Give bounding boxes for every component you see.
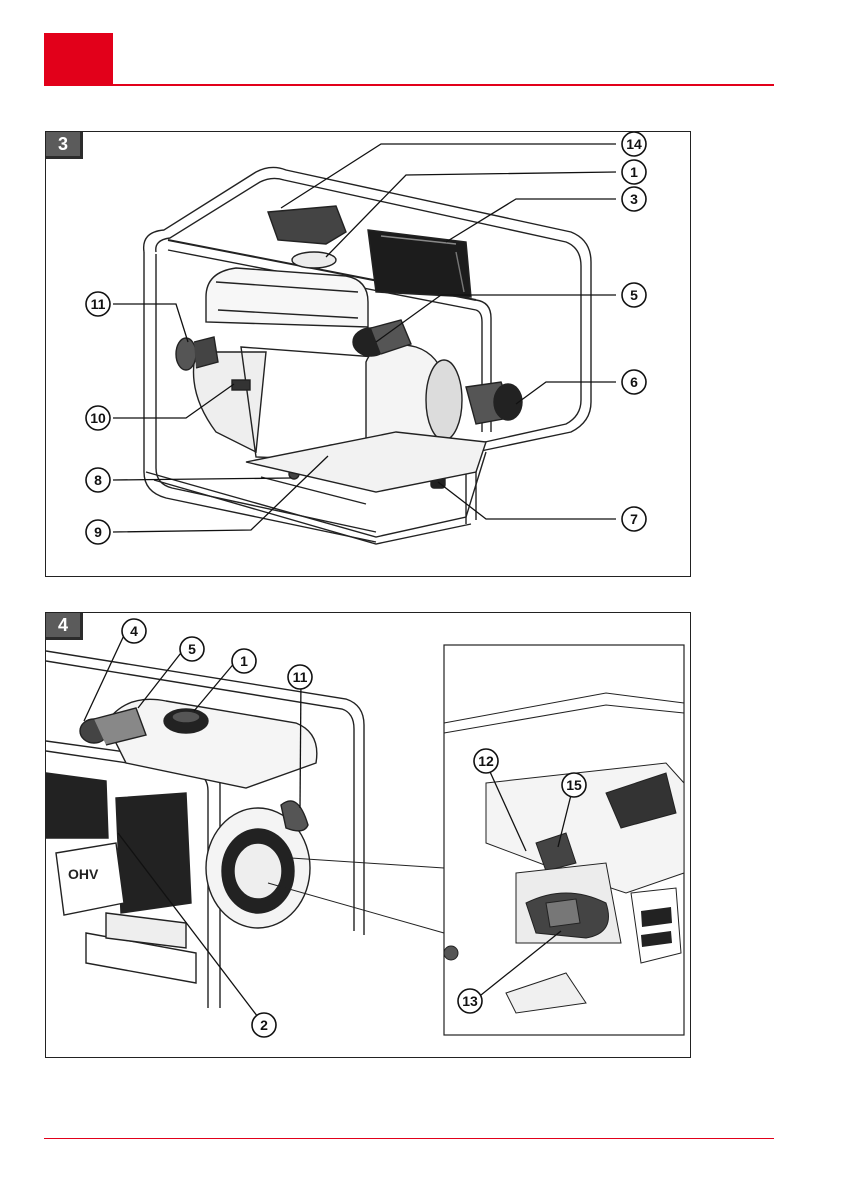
callout-7: 7 [622, 507, 646, 531]
callout-13: 13 [458, 989, 482, 1013]
callout-number: 5 [188, 641, 196, 657]
callout-1: 1 [622, 160, 646, 184]
callout-number: 4 [130, 623, 138, 639]
callout-12: 12 [474, 749, 498, 773]
callout-number: 9 [94, 524, 102, 540]
callout-number: 2 [260, 1017, 268, 1033]
callout-1: 1 [232, 649, 256, 673]
callout-number: 10 [90, 410, 106, 426]
ohv-engine-label: OHV [68, 866, 99, 882]
callout-number: 6 [630, 374, 638, 390]
pump-illustration-front: 14 1 3 5 11 6 10 8 7 9 [46, 132, 690, 576]
callout-4: 4 [122, 619, 146, 643]
header-rule [44, 84, 774, 86]
callout-number: 15 [566, 777, 582, 793]
callout-10: 10 [86, 406, 110, 430]
callout-number: 11 [293, 669, 308, 685]
footer-rule [44, 1138, 774, 1139]
callout-5: 5 [622, 283, 646, 307]
callout-5: 5 [180, 637, 204, 661]
section-color-tab [44, 33, 113, 85]
callout-number: 8 [94, 472, 102, 488]
figure-3-number: 3 [46, 132, 83, 159]
callout-number: 13 [462, 993, 478, 1009]
callout-number: 7 [630, 511, 638, 527]
callout-2: 2 [252, 1013, 276, 1037]
callout-number: 1 [240, 653, 248, 669]
callout-number: 1 [630, 164, 638, 180]
callout-number: 12 [478, 753, 494, 769]
figure-4-number: 4 [46, 613, 83, 640]
callout-number: 11 [91, 296, 106, 312]
callout-8: 8 [86, 468, 110, 492]
callout-number: 14 [626, 136, 642, 152]
callout-number: 5 [630, 287, 638, 303]
callout-9: 9 [86, 520, 110, 544]
pump-illustration-side: OHV [46, 613, 690, 1057]
callout-11: 11 [86, 292, 110, 316]
callout-3: 3 [622, 187, 646, 211]
callout-11: 11 [288, 665, 312, 689]
callout-14: 14 [622, 132, 646, 156]
figure-4: OHV [45, 612, 691, 1058]
callout-6: 6 [622, 370, 646, 394]
callout-number: 3 [630, 191, 638, 207]
figure-3: 14 1 3 5 11 6 10 8 7 9 3 [45, 131, 691, 577]
callout-15: 15 [562, 773, 586, 797]
detail-inset [444, 645, 684, 1035]
